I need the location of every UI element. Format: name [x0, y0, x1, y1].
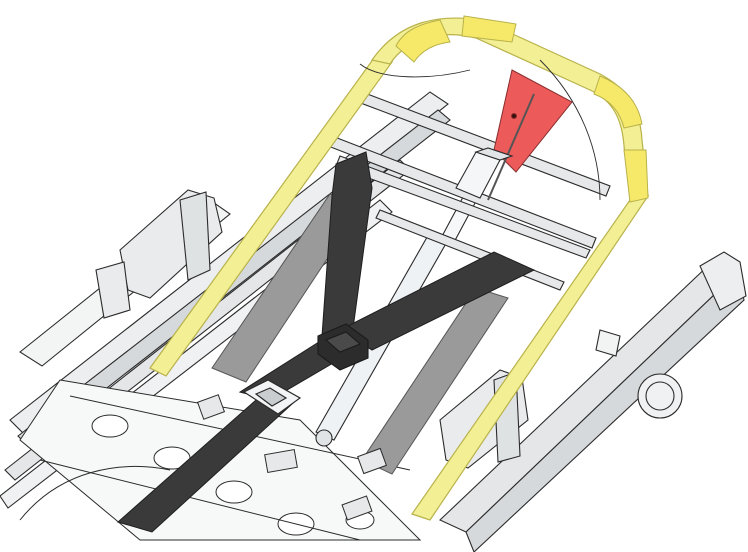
mount-clips	[196, 394, 387, 521]
left-hinge-bracket	[95, 189, 223, 319]
seatbelt-latch-icon	[242, 379, 302, 415]
wire-loop	[19, 466, 171, 521]
head-plate-icon	[487, 69, 573, 201]
seatbelt-buckle-icon	[317, 323, 369, 371]
right-side-rail	[439, 251, 747, 552]
center-slider	[455, 147, 514, 199]
backrest-frame	[149, 15, 650, 521]
